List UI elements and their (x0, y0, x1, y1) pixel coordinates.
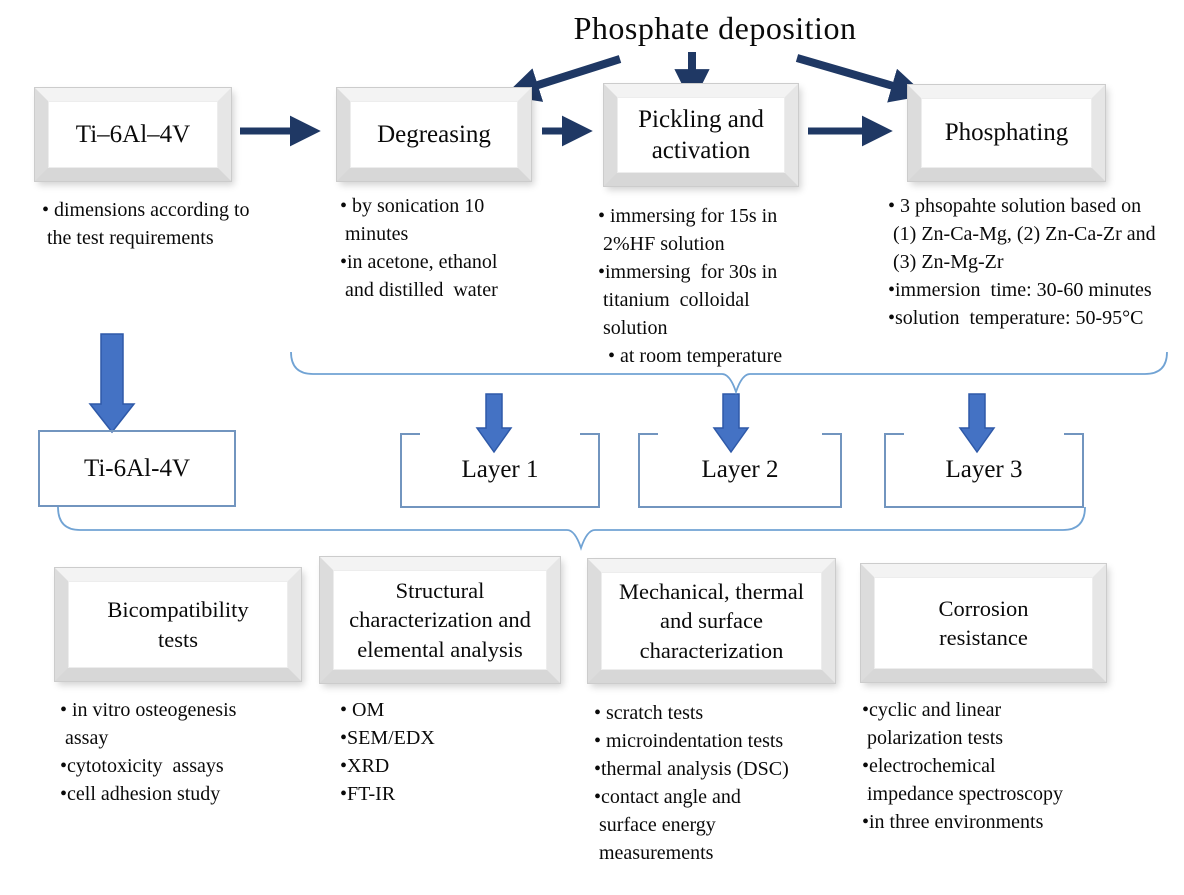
process-box-label: Degreasing (377, 120, 491, 148)
result-box-label: Ti-6Al-4V (83, 454, 191, 482)
note-line: • microindentation tests (594, 730, 784, 752)
note-line: •cyclic and linear (862, 699, 1002, 721)
note-line: assay (60, 727, 109, 749)
note-line: surface energy (594, 814, 716, 836)
note-line: •thermal analysis (DSC) (594, 758, 789, 780)
note-line: titanium colloidal (598, 289, 750, 311)
arrow-down-ti-sample-icon (88, 333, 136, 434)
notes-degreasing: • by sonication 10 minutes •in acetone, e… (340, 192, 498, 304)
process-box-label: Pickling and activation (638, 105, 764, 164)
note-line: and distilled water (340, 279, 498, 301)
result-box-label: Layer 2 (701, 455, 779, 483)
notes-biocompatibility: • in vitro osteogenesis assay •cytotoxici… (60, 696, 236, 808)
note-line: • dimensions according to (42, 199, 250, 221)
test-box-label: Corrosion resistance (938, 595, 1029, 650)
note-line: (3) Zn-Mg-Zr (888, 251, 1004, 273)
result-box-label: Layer 1 (461, 455, 539, 483)
test-box-mechanical: Mechanical, thermal and surface characte… (587, 558, 836, 684)
notes-structural: • OM •SEM/EDX •XRD •FT-IR (340, 696, 435, 808)
process-box-label: Ti–6Al–4V (75, 120, 191, 148)
test-box-corrosion: Corrosion resistance (860, 563, 1107, 683)
result-box-layer1: Layer 1 (400, 433, 600, 508)
note-line: measurements (594, 842, 714, 864)
notes-phosphating: • 3 phsopahte solution based on (1) Zn-C… (888, 192, 1156, 332)
note-line: minutes (340, 223, 409, 245)
arrow-title-to-phosphating-icon (795, 54, 926, 103)
note-line: •solution temperature: 50-95°C (888, 307, 1144, 329)
note-line: •SEM/EDX (340, 727, 435, 749)
test-box-structural: Structural characterization and elementa… (319, 556, 561, 684)
note-line: •FT-IR (340, 783, 396, 805)
note-line: •in acetone, ethanol (340, 251, 498, 273)
notes-pickling: • immersing for 15s in 2%HF solution •imm… (598, 202, 782, 370)
notes-corrosion: •cyclic and linear polarization tests •el… (862, 696, 1063, 836)
process-box-phosphating: Phosphating (907, 84, 1106, 182)
note-line: • in vitro osteogenesis (60, 699, 237, 721)
note-line: •electrochemical (862, 755, 996, 777)
page-title: Phosphate deposition (573, 10, 857, 46)
test-box-biocompatibility: Bicompatibility tests (54, 567, 302, 682)
test-box-label: Mechanical, thermal and surface characte… (619, 579, 804, 663)
note-line: • scratch tests (594, 702, 704, 724)
note-line: •in three environments (862, 811, 1044, 833)
result-box-ti6al4v: Ti-6Al-4V (38, 430, 236, 507)
process-box-ti6al4v: Ti–6Al–4V (34, 87, 232, 182)
result-box-layer3: Layer 3 (884, 433, 1084, 508)
note-line: •XRD (340, 755, 390, 777)
note-line: •immersion time: 30-60 minutes (888, 279, 1152, 301)
note-line: •immersing for 30s in (598, 261, 778, 283)
brace-samples-to-tests-icon (57, 506, 1086, 551)
test-box-label: Structural characterization and elementa… (349, 578, 531, 662)
note-line: solution (598, 317, 668, 339)
note-line: • at room temperature (598, 345, 783, 367)
result-box-label: Layer 3 (945, 455, 1023, 483)
notes-mechanical: • scratch tests • microindentation tests •… (594, 699, 789, 867)
note-line: • OM (340, 699, 385, 721)
process-box-pickling: Pickling and activation (603, 83, 799, 187)
note-line: 2%HF solution (598, 233, 725, 255)
process-box-label: Phosphating (944, 119, 1069, 147)
note-line: • immersing for 15s in (598, 205, 778, 227)
note-line: •contact angle and (594, 786, 741, 808)
test-box-label: Bicompatibility tests (107, 597, 249, 652)
note-line: polarization tests (862, 727, 1004, 749)
note-line: •cytotoxicity assays (60, 755, 224, 777)
notes-ti6al4v: • dimensions according to the test requi… (42, 196, 250, 252)
note-line: • 3 phsopahte solution based on (888, 195, 1142, 217)
result-box-layer2: Layer 2 (638, 433, 842, 508)
note-line: •cell adhesion study (60, 783, 221, 805)
note-line: (1) Zn-Ca-Mg, (2) Zn-Ca-Zr and (888, 223, 1156, 245)
note-line: the test requirements (42, 227, 214, 249)
process-box-degreasing: Degreasing (336, 87, 532, 182)
note-line: impedance spectroscopy (862, 783, 1064, 805)
note-line: • by sonication 10 (340, 195, 485, 217)
